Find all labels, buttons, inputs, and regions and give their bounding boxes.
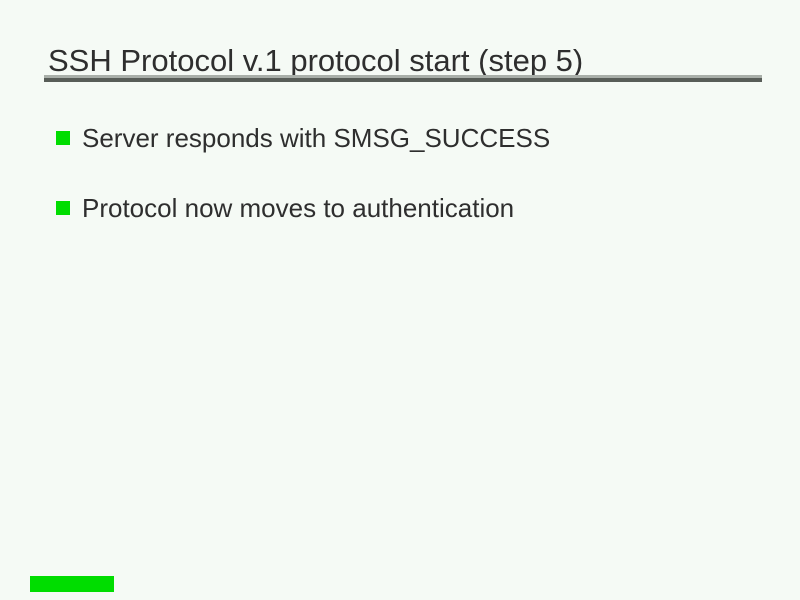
bullet-list: Server responds with SMSG_SUCCESS Protoc… (56, 121, 550, 261)
bullet-item: Server responds with SMSG_SUCCESS (56, 121, 550, 155)
title-rule-shadow (44, 78, 762, 82)
bullet-item: Protocol now moves to authentication (56, 191, 550, 225)
green-square-bullet-icon (56, 131, 70, 145)
footer-progress-bar (30, 576, 114, 592)
title-rule-highlight (44, 75, 762, 78)
page-title: SSH Protocol v.1 protocol start (step 5) (48, 43, 584, 78)
title-rule (44, 75, 762, 82)
green-square-bullet-icon (56, 201, 70, 215)
bullet-text: Server responds with SMSG_SUCCESS (82, 123, 551, 153)
bullet-text: Protocol now moves to authentication (82, 193, 515, 223)
